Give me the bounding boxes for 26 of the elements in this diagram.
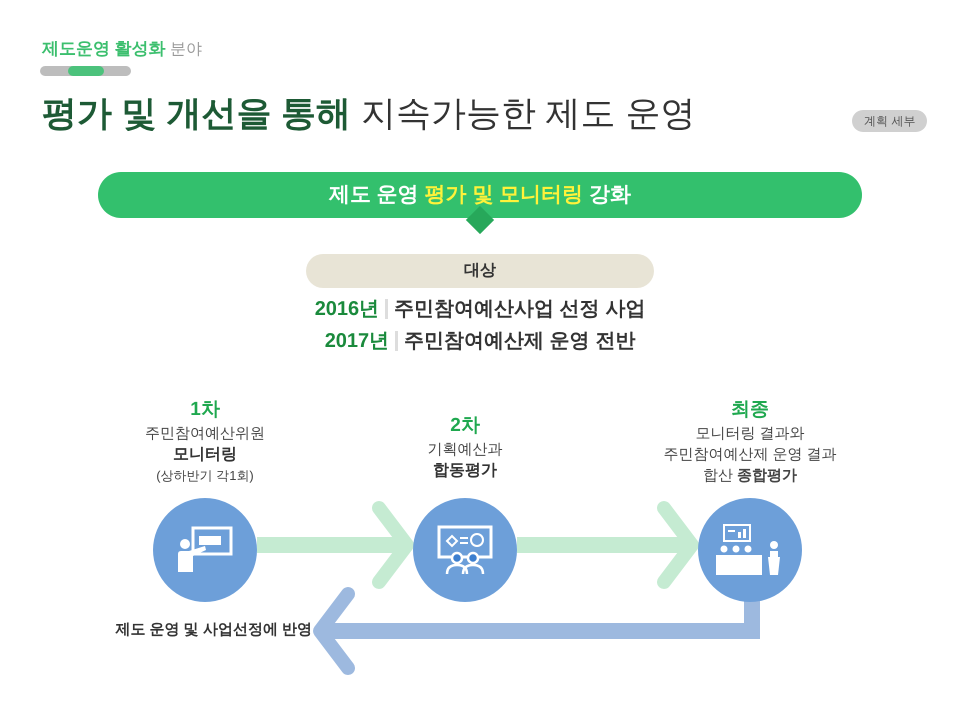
target-text: 주민참여예산제 운영 전반 [404,329,636,354]
pill-text: 대상 [464,261,496,281]
flow-arrow [257,501,414,589]
step-text: (상하반기 각1회) [156,467,254,485]
result-text: 제도 운영 및 사업선정에 반영 [115,620,312,640]
flow-arrow [313,587,760,675]
banner [98,172,862,218]
step-number: 1차 [190,398,220,422]
flow-arrow [517,501,699,589]
plan-detail-tag: 계획 세부 [852,110,928,132]
step-text: 모니터링 결과와 [695,424,805,444]
step-number: 2차 [450,414,480,438]
target-pill [306,254,654,288]
year-text: 2016년 [314,297,380,322]
banner-text: 제도 운영 평가 및 모니터링 강화 [328,182,632,208]
year-text: 2017년 [324,329,390,354]
step-text: 모니터링 [173,445,237,465]
step-text: 합산 종합평가 [702,466,798,486]
step-text: 기획예산과 [428,440,502,460]
target-text: 주민참여예산사업 선정 사업 [394,297,646,322]
page-title: 평가 및 개선을 통해 지속가능한 제도 운영 [42,93,696,135]
step-text: 주민참여예산위원 [145,424,265,444]
step-number: 최종 [731,398,769,422]
section-label: 제도운영 활성화 분야 [42,41,202,58]
step-text: 주민참여예산제 운영 결과 [663,445,837,465]
step-text: 합동평가 [433,461,497,481]
